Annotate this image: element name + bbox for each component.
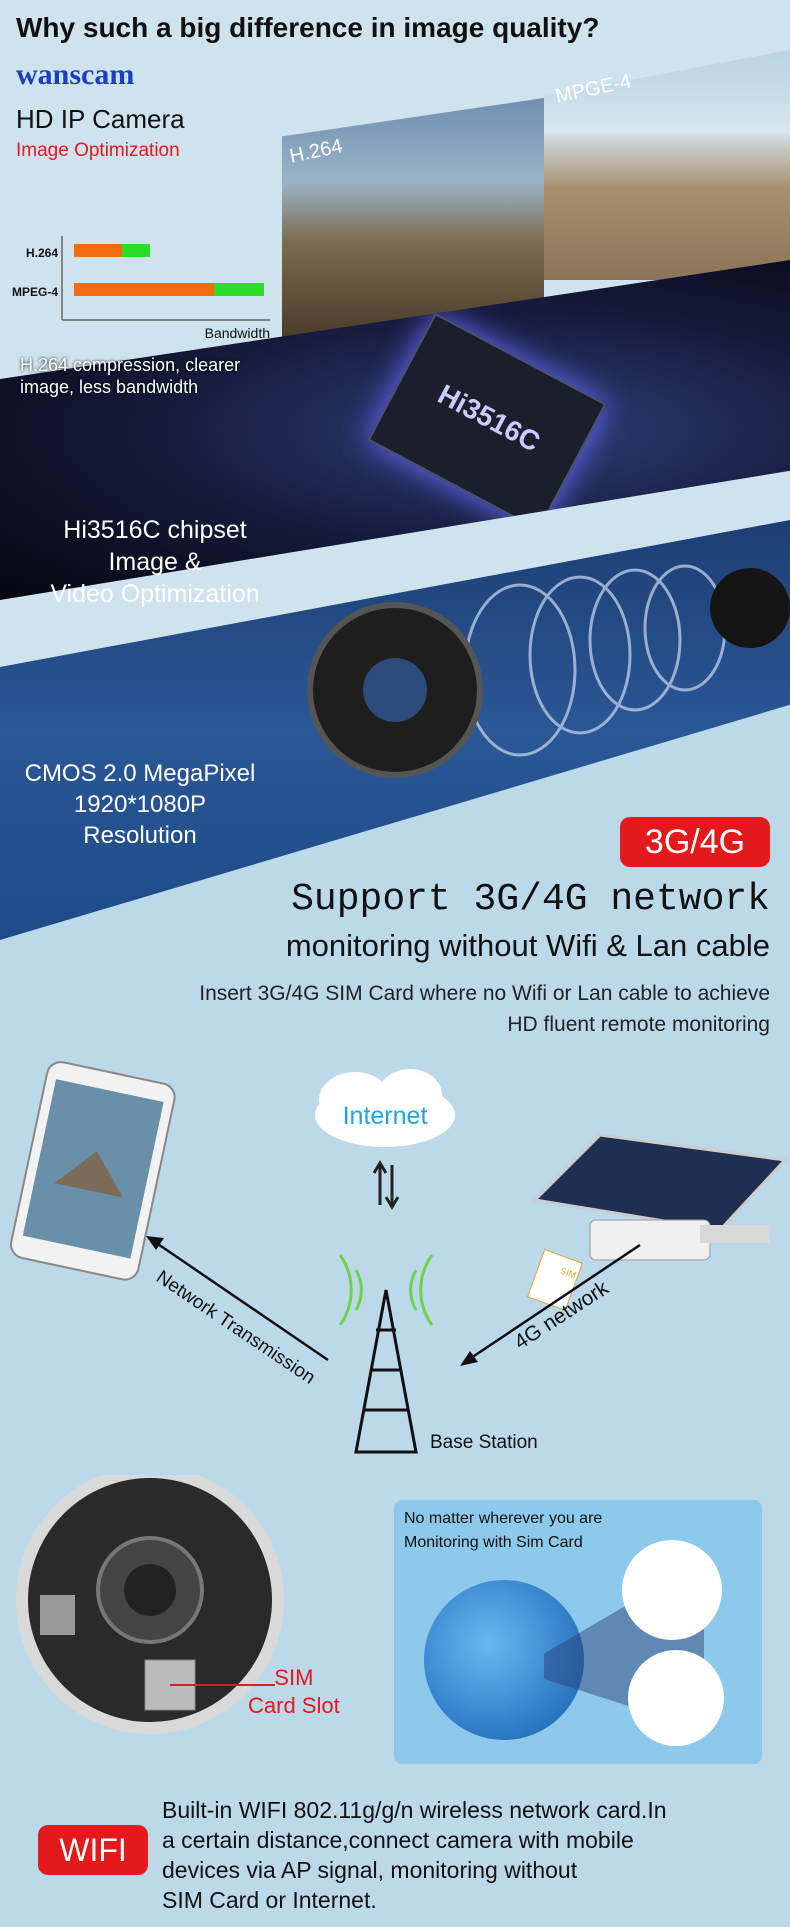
bandwidth-bar-mpeg4-base — [74, 283, 214, 296]
camera-lens-glass — [363, 658, 427, 722]
sim-info-panel: No matter wherever you are Monitoring wi… — [394, 1500, 762, 1764]
wifi-line-2: a certain distance,connect camera with m… — [162, 1827, 634, 1853]
sim-slot-line-1: SIM — [274, 1665, 314, 1690]
up-down-arrows-icon — [372, 1160, 400, 1210]
phone-thumb — [628, 1650, 724, 1746]
sim-info-line-2: Monitoring with Sim Card — [404, 1534, 583, 1551]
network-transmission-arrowhead — [146, 1236, 164, 1250]
4g-arrow — [464, 1243, 641, 1364]
bandwidth-bar-mpeg4-extra — [214, 283, 264, 296]
network-transmission-label: Network Transmission — [152, 1267, 319, 1389]
camera-board-graphic — [16, 1475, 284, 1734]
sensor-line-3: Resolution — [83, 822, 197, 849]
product-name: HD IP Camera — [16, 104, 185, 134]
wifi-line-3: devices via AP signal, monitoring withou… — [162, 1857, 578, 1883]
chipset-text: Hi3516C chipset Image & Video Optimizati… — [10, 514, 300, 610]
bandwidth-cat-h264: H.264 — [26, 246, 58, 260]
lens-rings — [463, 564, 727, 757]
tagline: Image Optimization — [16, 140, 180, 161]
sim-slot-label: SIM Card Slot — [248, 1664, 340, 1720]
wifi-description: Built-in WIFI 802.11g/g/n wireless netwo… — [162, 1795, 772, 1915]
network-diagram: Internet SIM Network Transmission 4G net… — [10, 1061, 789, 1454]
signal-waves-icon — [338, 1254, 434, 1326]
brand-logo: wanscam — [16, 58, 135, 91]
network-subheadline: monitoring without Wifi & Lan cable — [285, 928, 770, 963]
4g-arrowhead — [460, 1351, 478, 1366]
base-station-tower-icon — [354, 1289, 418, 1454]
bandwidth-bar-h264-base — [74, 244, 122, 257]
mpeg4-sample-photo — [544, 50, 790, 280]
wifi-badge: WIFI — [38, 1825, 148, 1875]
sensor-line-2: 1920*1080P — [73, 791, 207, 818]
chip-graphic: Hi3516C — [367, 312, 607, 532]
sim-slot-line-2: Card Slot — [248, 1693, 340, 1718]
base-station-label: Base Station — [430, 1432, 538, 1453]
phone-graphic — [10, 1061, 176, 1281]
3g4g-badge: 3G/4G — [620, 817, 770, 867]
sim-info-line-1: No matter wherever you are — [404, 1510, 603, 1527]
internet-cloud: Internet — [315, 1069, 455, 1147]
small-lens — [710, 568, 790, 648]
network-transmission-arrow — [151, 1238, 329, 1362]
solar-camera-thumb — [622, 1540, 722, 1640]
bandwidth-axis-label: Bandwidth — [205, 325, 270, 341]
network-description: Insert 3G/4G SIM Card where no Wifi or L… — [50, 978, 770, 1040]
h264-sample-photo — [282, 98, 544, 338]
sensor-line-1: CMOS 2.0 MegaPixel — [24, 760, 256, 787]
bandwidth-bar-h264-extra — [122, 244, 150, 257]
network-headline: Support 3G/4G network — [291, 878, 770, 921]
bandwidth-caption: H.264 compression, clearer image, less b… — [20, 355, 241, 397]
bandwidth-cat-mpeg4: MPEG-4 — [12, 285, 58, 299]
chipset-line-2: Image & — [108, 548, 202, 576]
page-title: Why such a big difference in image quali… — [16, 12, 600, 43]
internet-label: Internet — [343, 1102, 428, 1130]
chipset-line-3: Video Optimization — [50, 580, 260, 608]
solar-camera-graphic: SIM — [527, 1133, 789, 1311]
network-desc-1: Insert 3G/4G SIM Card where no Wifi or L… — [199, 982, 770, 1005]
chip-label: Hi3516C — [433, 378, 546, 458]
globe-graphic — [424, 1580, 584, 1740]
wifi-line-1: Built-in WIFI 802.11g/g/n wireless netwo… — [162, 1797, 667, 1823]
wifi-line-4: SIM Card or Internet. — [162, 1887, 377, 1913]
sensor-text: CMOS 2.0 MegaPixel 1920*1080P Resolution — [10, 758, 270, 851]
chipset-line-1: Hi3516C chipset — [63, 516, 247, 544]
network-desc-2: HD fluent remote monitoring — [507, 1013, 770, 1036]
lens-graphic — [307, 564, 790, 778]
bandwidth-chart: H.264 MPEG-4 Bandwidth — [12, 236, 270, 341]
